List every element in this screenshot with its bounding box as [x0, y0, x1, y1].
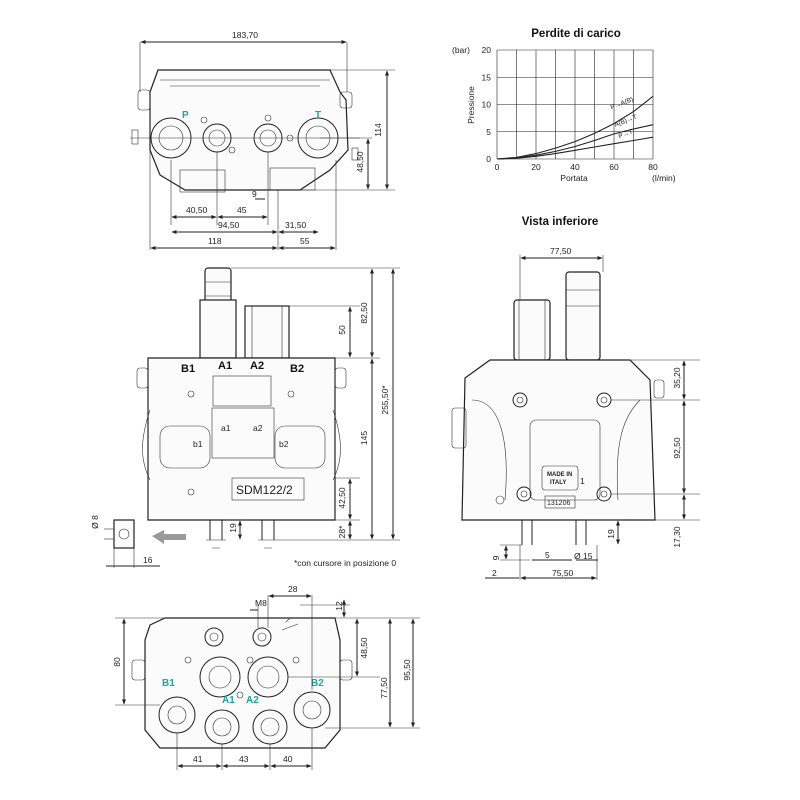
port-a1-front: a1: [221, 423, 231, 433]
dim-12: 12: [334, 601, 344, 611]
chart-x-tick-label: 60: [609, 162, 619, 172]
chart-y-tick-label: 10: [482, 100, 492, 110]
made-in-label-2: ITALY: [550, 480, 566, 486]
chart-series-label: P→T: [618, 128, 634, 140]
chart-series-line: [496, 136, 654, 160]
chart-y-unit: (bar): [452, 45, 470, 55]
port-b1-front: b1: [193, 439, 203, 449]
dim-41: 41: [193, 754, 203, 764]
dim-31-50: 31,50: [285, 220, 307, 230]
chart-x-label: Portata: [560, 173, 588, 183]
dim-42-50: 42,50: [337, 487, 347, 509]
dim-50: 50: [337, 325, 347, 335]
made-in-label-1: MADE IN: [547, 472, 572, 478]
port-B2-lower: B2: [311, 678, 324, 689]
port-B2-front: B2: [290, 363, 304, 375]
dim-94-50: 94,50: [218, 220, 240, 230]
dim-77-50-lower: 77,50: [379, 677, 389, 699]
dim-43: 43: [239, 754, 249, 764]
model-label: SDM122/2: [236, 483, 293, 497]
dim-48-50-top: 48,50: [355, 151, 365, 173]
port-P-label: P: [182, 110, 189, 121]
dim-35-20: 35,20: [672, 367, 682, 389]
dim-16: 16: [143, 555, 153, 565]
top-view: P T 183,70 114 48,50 9 40,50 45 94,50 31…: [130, 30, 395, 250]
chart-title: Perdite di carico: [531, 28, 620, 40]
dim-9-right: 9: [491, 555, 501, 560]
bottom-view-title: Vista inferiore: [522, 216, 599, 228]
dim-80: 80: [112, 657, 122, 667]
dim-2: 2: [492, 568, 497, 578]
port-a2-front: a2: [253, 423, 263, 433]
dim-28: 28*: [337, 525, 347, 538]
port-B1-lower: B1: [162, 678, 175, 689]
chart-series-label: P→A(B): [610, 96, 635, 111]
dim-40: 40: [283, 754, 293, 764]
lower-view: B1 A1 A2 B2 28 M8 12 48,50 77,50 95,50 8…: [112, 584, 420, 770]
chart-y-label: Pressione: [466, 86, 476, 124]
serial-label: 131206: [547, 500, 570, 507]
dim-45: 45: [237, 205, 247, 215]
port-A1-front: A1: [218, 360, 232, 372]
dim-48-50-lower: 48,50: [359, 637, 369, 659]
dim-28-lower: 28: [288, 584, 298, 594]
chart-series-line: [496, 124, 654, 160]
dim-75-50: 75,50: [552, 568, 574, 578]
dim-M8: M8: [255, 598, 267, 608]
dim-diam-8: Ø 8: [90, 515, 100, 529]
dim-255-50: 255,50*: [380, 385, 390, 415]
dim-95-50: 95,50: [402, 659, 412, 681]
dim-19-right: 19: [606, 529, 616, 539]
chart-series-line: [496, 95, 654, 160]
chart-x-tick-label: 40: [570, 162, 580, 172]
dim-17-30: 17,30: [672, 526, 682, 548]
dim-92-50: 92,50: [672, 437, 682, 459]
dim-114: 114: [373, 123, 383, 137]
dim-40-50: 40,50: [186, 205, 208, 215]
port-A2-front: A2: [250, 360, 264, 372]
dim-55: 55: [300, 236, 310, 246]
dim-77-50-right: 77,50: [550, 246, 572, 256]
dim-diam-15: Ø 15: [574, 551, 593, 561]
chart-y-tick-label: 0: [486, 154, 491, 164]
dim-9-top: 9: [252, 189, 257, 199]
pressure-drop-chart: Perdite di carico 0 20 40 60 80 0 5 10 15 20 P→A(…: [452, 28, 676, 183]
chart-x-unit: (l/min): [652, 173, 676, 183]
chart-y-tick-label: 20: [482, 45, 492, 55]
port-B1-front: B1: [181, 363, 195, 375]
port-T-label: T: [315, 110, 321, 121]
chart-x-tick-label: 20: [531, 162, 541, 172]
chart-x-tick-label: 0: [495, 162, 500, 172]
chart-x-tick-label: 80: [648, 162, 658, 172]
port-A2-lower: A2: [246, 695, 259, 706]
chart-y-tick-label: 15: [482, 72, 492, 82]
dim-118: 118: [208, 236, 222, 246]
dim-82-50: 82,50: [359, 302, 369, 324]
dim-183-70: 183,70: [232, 30, 258, 40]
port-A1-lower: A1: [222, 695, 235, 706]
arrow-left-icon: [152, 530, 186, 544]
front-view: B1 A1 A2 B2 a1 a2 b1 b2 SDM122/2 255,50*…: [90, 267, 400, 568]
chart-grid: [496, 49, 654, 160]
dim-19-front: 19: [228, 523, 238, 533]
port-b2-front: b2: [279, 439, 289, 449]
dim-145: 145: [359, 431, 369, 445]
footnote: *con cursore in posizione 0: [294, 558, 396, 568]
dim-5-right: 5: [545, 550, 550, 560]
chart-ticks: 0 20 40 60 80 0 5 10 15 20: [482, 45, 658, 172]
port-1-label: 1: [580, 476, 585, 486]
bottom-view: MADE IN ITALY 131206 1 77,50 35,20 92,50…: [451, 246, 700, 580]
chart-y-tick-label: 5: [486, 127, 491, 137]
